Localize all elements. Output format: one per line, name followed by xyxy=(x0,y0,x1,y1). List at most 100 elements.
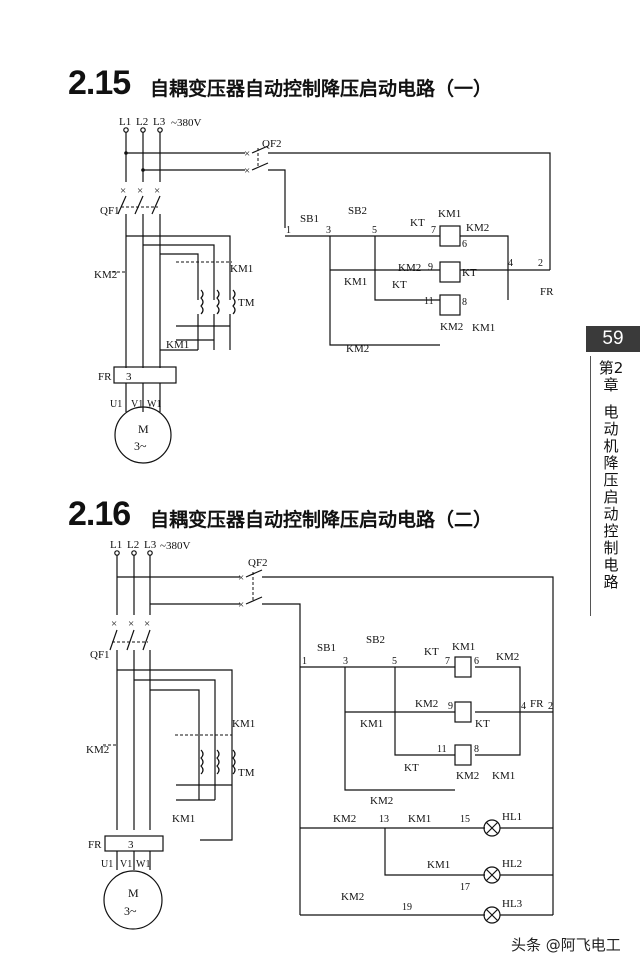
terminal-label: W1 xyxy=(147,399,161,410)
node-number: 7 xyxy=(445,656,450,667)
km1-coil xyxy=(439,225,461,247)
node-number: 15 xyxy=(460,814,470,825)
motor xyxy=(114,406,172,464)
qf2-wires xyxy=(251,145,551,270)
km1-coil xyxy=(454,656,472,678)
kt-label: KT xyxy=(424,646,439,658)
km1-label: KM1 xyxy=(344,276,367,288)
section-number: 2.15 xyxy=(68,64,131,102)
control-wires xyxy=(300,666,553,791)
km2-label: KM2 xyxy=(370,795,393,807)
km2-label: KM2 xyxy=(94,269,117,281)
phase-wires xyxy=(116,555,240,615)
kt-label: KT xyxy=(475,718,490,730)
kt-label: KT xyxy=(392,279,407,291)
phase-label: L2 xyxy=(127,539,139,551)
motor-feed-wires xyxy=(125,345,198,368)
tm-label: TM xyxy=(238,297,255,309)
fr-number: 3 xyxy=(128,839,134,851)
terminal xyxy=(147,550,153,556)
km1-label: KM1 xyxy=(232,718,255,730)
tm-label: TM xyxy=(238,767,255,779)
sb2-label: SB2 xyxy=(366,634,385,646)
km1-label: KM1 xyxy=(172,813,195,825)
transformer-coils xyxy=(200,289,236,315)
node-number: 2 xyxy=(548,701,553,712)
kt-label: KT xyxy=(404,762,419,774)
breaker-x: × xyxy=(120,185,126,197)
qf1-label: QF1 xyxy=(90,649,110,661)
phase-label: L2 xyxy=(136,116,148,128)
lamp-label: HL3 xyxy=(502,898,523,910)
node-number: 4 xyxy=(508,258,513,269)
node-number: 7 xyxy=(431,225,436,236)
diagram-2-16: L1 L2 L3 ~380V QF2 × × × × × QF1 KM1 KM2… xyxy=(86,539,554,930)
km1-feed-wires xyxy=(117,669,233,841)
km2-coil xyxy=(454,744,472,766)
node-number: 2 xyxy=(538,258,543,269)
node-number: 8 xyxy=(462,297,467,308)
voltage-label: ~380V xyxy=(160,540,190,552)
km1-label: KM1 xyxy=(438,208,461,220)
km1-label: KM1 xyxy=(360,718,383,730)
breaker-x: × xyxy=(144,618,150,630)
kt-coil xyxy=(439,261,461,283)
section-title: 自耦变压器自动控制降压启动电路（一） xyxy=(150,78,493,100)
qf1-label: QF1 xyxy=(100,205,120,217)
km2-label: KM2 xyxy=(398,262,421,274)
phase-label: L1 xyxy=(110,539,122,551)
terminal xyxy=(140,127,146,133)
km2-label: KM2 xyxy=(466,222,489,234)
phase-label: L3 xyxy=(153,116,166,128)
km1-label: KM1 xyxy=(230,263,253,275)
phase-label: L1 xyxy=(119,116,131,128)
km2-label: KM2 xyxy=(341,891,364,903)
motor xyxy=(103,870,163,930)
km2-label: KM2 xyxy=(440,321,463,333)
transformer-coils xyxy=(200,749,236,775)
km1-label: KM1 xyxy=(472,322,495,334)
km2-label: KM2 xyxy=(456,770,479,782)
terminal-label: V1 xyxy=(131,399,143,410)
km1-feed-wires xyxy=(126,235,231,300)
fr-number: 3 xyxy=(126,371,132,383)
terminal-label: V1 xyxy=(120,859,132,870)
lamp-icon xyxy=(483,866,501,884)
terminal xyxy=(157,127,163,133)
fr-relay xyxy=(104,835,164,852)
terminal-label: U1 xyxy=(101,859,113,870)
lamp-icon xyxy=(483,906,501,924)
control-wires xyxy=(285,235,550,346)
qf1-wires xyxy=(109,629,151,830)
junction xyxy=(141,168,145,172)
phase-wires xyxy=(125,132,161,182)
section-number: 2.16 xyxy=(68,495,131,533)
motor-label: M xyxy=(138,422,149,436)
diagram-2-15: L1 L2 L3 ~380V QF2 × × × × × QF1 KM2 KM1… xyxy=(94,116,554,464)
voltage-label: ~380V xyxy=(171,117,201,129)
sidebar-divider xyxy=(590,356,591,616)
chapter-number: 第2章 xyxy=(598,359,624,394)
breaker-x: × xyxy=(137,185,143,197)
kt-label: KT xyxy=(462,267,477,279)
junction xyxy=(124,151,128,155)
breaker-x: × xyxy=(238,572,244,584)
lamp-wires xyxy=(300,827,553,916)
lamp-label: HL2 xyxy=(502,858,522,870)
km2-label: KM2 xyxy=(333,813,356,825)
fr-label: FR xyxy=(540,286,554,298)
node-number: 3 xyxy=(343,656,348,667)
motor-label: M xyxy=(128,886,139,900)
node-number: 17 xyxy=(460,882,470,893)
breaker-x: × xyxy=(238,599,244,611)
node-number: 6 xyxy=(462,239,467,250)
fr-label: FR xyxy=(530,698,544,710)
tm-wires xyxy=(176,314,231,350)
node-number: 5 xyxy=(372,225,377,236)
chapter-title: 电动机降压启动控制电路 xyxy=(603,403,619,591)
terminal-label: W1 xyxy=(136,859,150,870)
breaker-x: × xyxy=(111,618,117,630)
breaker-x: × xyxy=(154,185,160,197)
terminal xyxy=(131,550,137,556)
motor-type: 3~ xyxy=(134,439,147,453)
